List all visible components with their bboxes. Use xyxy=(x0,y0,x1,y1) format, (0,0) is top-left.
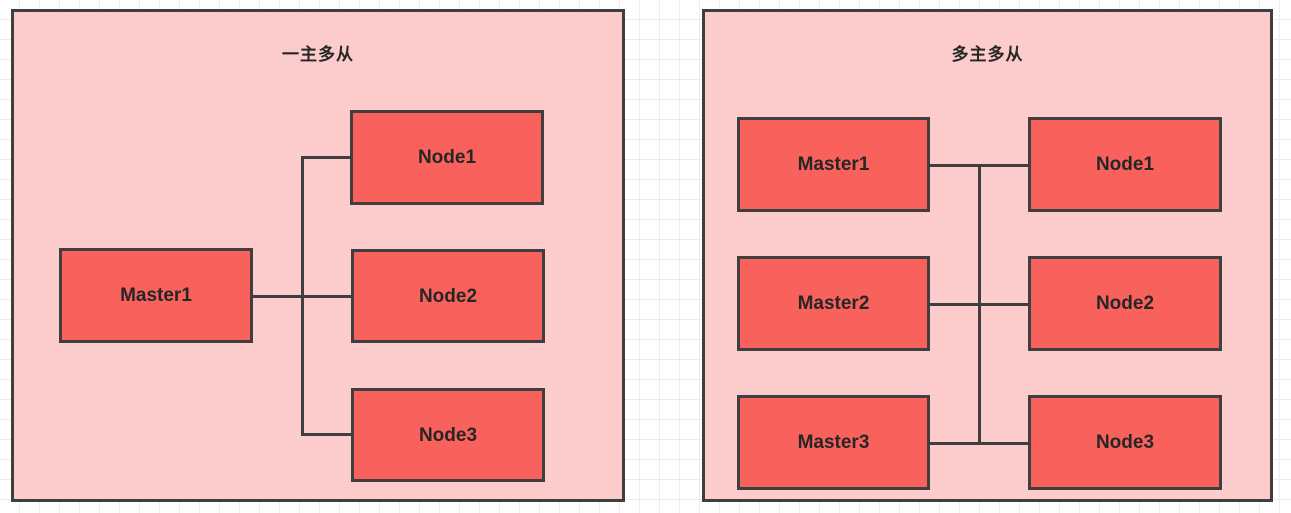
edge-spine-to-node1 xyxy=(301,156,353,159)
panel-title-single-master: 一主多从 xyxy=(282,45,354,64)
box-right-master1-label: Master1 xyxy=(797,154,870,175)
panel-multi-master: 多主多从 Master1 Master2 Master3 Node1 N xyxy=(702,9,1273,502)
edge-spine-to-node2 xyxy=(301,295,353,298)
edge-master1-to-spine xyxy=(253,295,303,298)
box-left-node2[interactable]: Node2 xyxy=(351,249,545,343)
edge-bus-to-right-node3 xyxy=(978,442,1030,445)
box-right-node2-label: Node2 xyxy=(1095,293,1155,314)
box-right-node3[interactable]: Node3 xyxy=(1028,395,1222,490)
edge-right-master3-to-bus xyxy=(929,442,981,445)
box-left-master1-label: Master1 xyxy=(120,285,192,306)
box-right-master3-label: Master3 xyxy=(797,432,870,453)
box-right-node1-label: Node1 xyxy=(1095,154,1155,175)
edge-bus-to-right-node1 xyxy=(978,164,1030,167)
panel-single-master: 一主多从 Master1 Node1 Node2 Node3 xyxy=(11,9,625,502)
box-left-node3[interactable]: Node3 xyxy=(351,388,545,482)
box-left-node2-label: Node2 xyxy=(418,285,478,307)
box-right-master2-label: Master2 xyxy=(797,293,870,314)
edge-spine-to-node3 xyxy=(301,433,353,436)
box-right-master2[interactable]: Master2 xyxy=(737,256,930,351)
box-right-master3[interactable]: Master3 xyxy=(737,395,930,490)
box-right-master1[interactable]: Master1 xyxy=(737,117,930,212)
edge-right-master1-to-bus xyxy=(929,164,981,167)
box-left-node1[interactable]: Node1 xyxy=(350,110,544,205)
box-left-master1[interactable]: Master1 xyxy=(59,248,253,343)
box-left-node3-label: Node3 xyxy=(418,424,478,446)
box-right-node3-label: Node3 xyxy=(1095,432,1155,453)
panel-title-multi-master: 多主多从 xyxy=(951,45,1024,64)
box-left-node1-label: Node1 xyxy=(417,147,477,168)
edge-bus-to-right-node2 xyxy=(978,303,1030,306)
box-right-node1[interactable]: Node1 xyxy=(1028,117,1222,212)
edge-right-master2-to-bus xyxy=(929,303,981,306)
box-right-node2[interactable]: Node2 xyxy=(1028,256,1222,351)
